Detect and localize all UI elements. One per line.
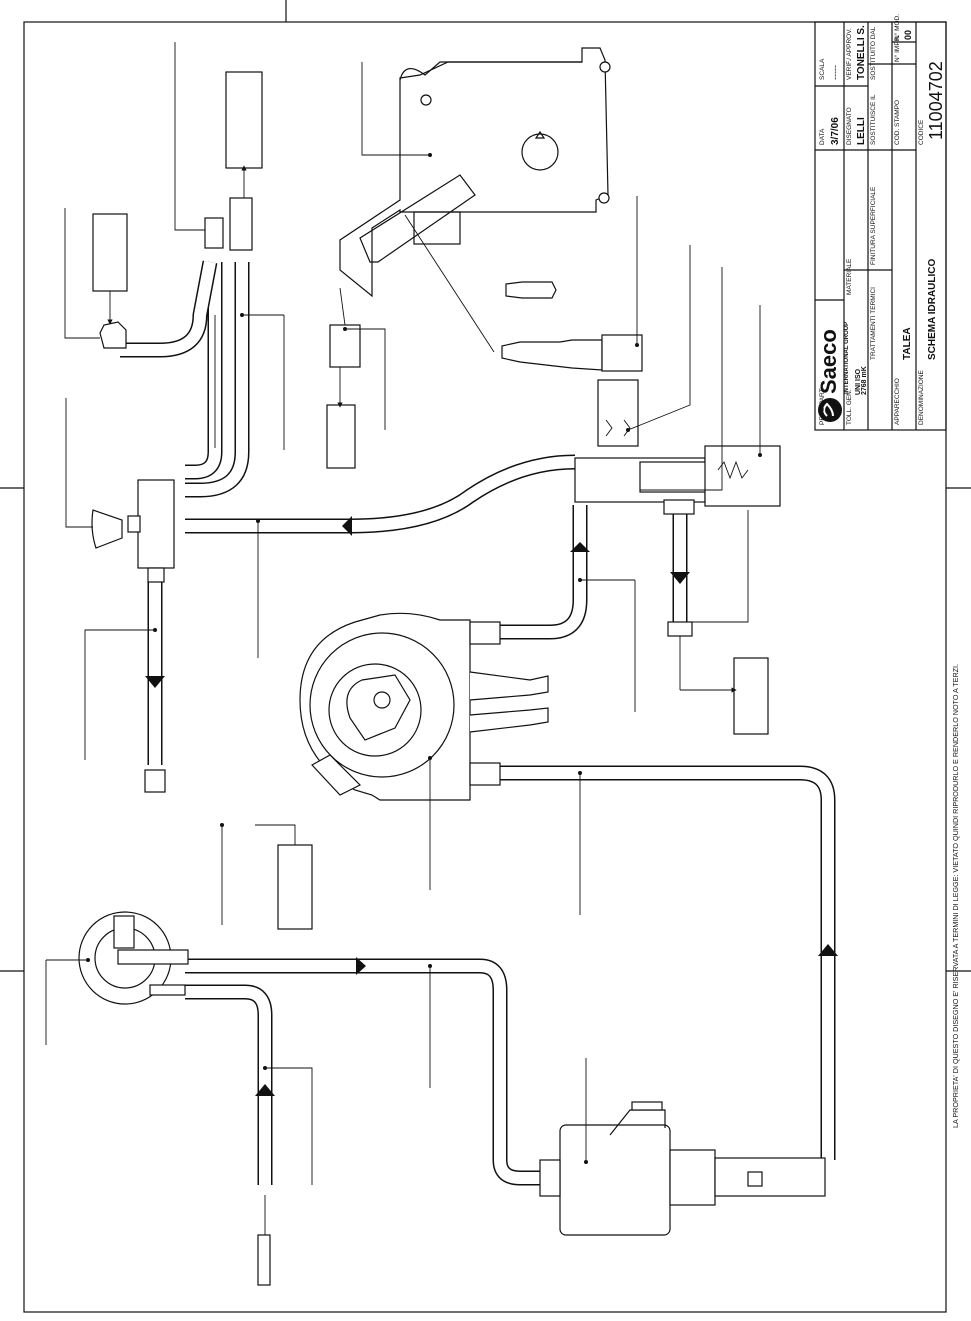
steam-valve [91,479,175,793]
trattamenti-label: TRATTAMENTI TERMICI [870,287,877,360]
sostituisce-label: SOSTITUISCE IL [870,94,877,145]
label-boxes [92,71,769,1286]
denominazione-value: SCHEMA IDRAULICO [927,258,938,360]
peso-label: PESO PART. [819,387,826,425]
leader-lines [45,42,762,1235]
boiler [299,612,549,801]
water-tank-outlet [78,911,189,1005]
codice-label: CODICE [918,119,925,145]
disegnato-value: LELLI [856,117,867,145]
n-mod-value: 00 [903,30,913,40]
disclaimer: LA PROPRIETA' DI QUESTO DISEGNO E' RISER… [951,664,960,1128]
cod-stampo-label: COD. STAMPO [894,100,901,145]
verif-label: VERIF./ APPROV. [846,28,853,80]
denominazione-label: DENOMINAZIONE [918,369,925,425]
data-label: DATA [819,128,826,145]
saeco-logo: Saeco INTERNATIONAL GROUP [816,322,850,422]
apparecchio-value: TALEA [902,327,913,360]
nozzle-group [501,281,643,447]
disegnato-label: DISEGNATO [846,107,853,145]
top-connector [204,165,253,251]
pump [539,1101,826,1236]
brand-name: Saeco [816,329,841,394]
pressure-switch [99,291,127,349]
scala-value: ----- [830,65,840,80]
toll-label: TOLL. GEN. [846,389,853,425]
data-value: 3/7/06 [830,117,841,145]
n-impr-label: N° IMPR. [893,35,901,62]
apparecchio-label: APPARECCHIO [894,378,901,425]
verif-value: TONELLI S. [856,25,867,80]
brand-subtitle: INTERNATIONAL GROUP [844,322,850,394]
overpressure-valve [574,445,781,693]
brew-unit-plate [339,47,611,353]
finitura-label: FINITURA SUPERFICIALE [870,186,877,265]
tubes [120,260,836,1186]
n-mod-label: N° MOD. [893,14,901,40]
sostituito-label: SOSTITUITO DAL [870,26,877,80]
materiale-label: MATERIALE [846,258,853,295]
scala-label: SCALA [819,58,826,80]
solenoid-valve [329,287,361,408]
title-block: Saeco INTERNATIONAL GROUP DATA 3/7/06 SC… [814,14,960,1128]
toll-value-2: 2768 mK [861,366,868,395]
toll-value-1: UNI ISO [855,368,862,395]
codice-value: 11004702 [926,61,946,140]
